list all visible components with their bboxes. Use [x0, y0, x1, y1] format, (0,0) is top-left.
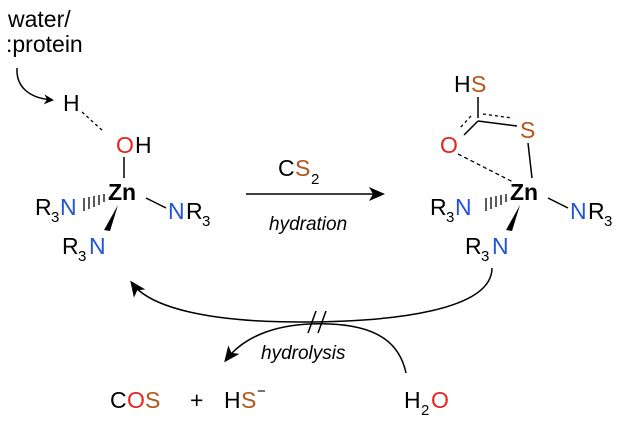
left-oh-h-atom: H — [135, 132, 152, 158]
right-wedge-bond — [506, 205, 520, 231]
right-ligand-bottom-r: R — [465, 233, 482, 259]
left-ligand-left-n: N — [60, 194, 77, 220]
right-o-zn-bond — [457, 153, 514, 183]
product-hs-s: S — [241, 387, 256, 413]
reagent-s: S — [295, 155, 310, 181]
hydrolysis-arrow — [224, 323, 407, 374]
right-zn-atom: Zn — [510, 179, 538, 205]
water-h: H — [404, 387, 421, 413]
left-ligand-left-r: R — [35, 194, 52, 220]
right-ligand-right-n: N — [570, 198, 587, 224]
right-ligand-bottom-n: N — [492, 233, 509, 259]
attack-label-line1: water/ — [7, 6, 71, 32]
water-sub: 2 — [421, 402, 429, 419]
reagent-c: C — [278, 155, 295, 181]
left-hashed-bond — [83, 194, 105, 211]
right-c-o-delocal — [458, 115, 472, 130]
left-ligand-bottom-sub: 3 — [78, 248, 86, 265]
right-s-atom: S — [520, 117, 535, 143]
right-ligand-right-r: R — [588, 198, 605, 224]
return-arrow — [130, 267, 493, 323]
hydration-label: hydration — [269, 214, 347, 235]
right-o-atom: O — [440, 132, 458, 158]
blocked-mark-1 — [307, 310, 317, 334]
left-h-atom: H — [63, 90, 80, 116]
product-cos-s: S — [145, 387, 160, 413]
left-o-atom: O — [116, 132, 134, 158]
product-cos-o: O — [127, 387, 145, 413]
left-zn-n-right-bond — [145, 197, 167, 209]
hydrolysis-label: hydrolysis — [261, 343, 346, 364]
right-ligand-left-n: N — [455, 194, 472, 220]
product-hs-h: H — [224, 387, 241, 413]
left-ligand-right-r: R — [186, 198, 203, 224]
product-cos-c: C — [110, 387, 127, 413]
right-ligand-left-r: R — [430, 194, 447, 220]
right-s-zn-bond — [527, 142, 533, 179]
right-c-s-delocal — [482, 113, 513, 119]
left-zn-atom: Zn — [108, 179, 136, 205]
right-hashed-bond — [485, 194, 507, 211]
left-ligand-bottom-r: R — [62, 233, 79, 259]
right-hs-s: S — [471, 71, 486, 97]
left-ligand-left-sub: 3 — [51, 209, 59, 226]
left-ligand-right-n: N — [168, 198, 185, 224]
left-ligand-right-sub: 3 — [202, 213, 210, 230]
product-hs-charge: − — [257, 383, 266, 400]
blocked-mark-2 — [317, 310, 327, 334]
left-ligand-bottom-n: N — [89, 233, 106, 259]
right-c-o-bond — [463, 120, 479, 136]
plus-sign: + — [190, 387, 203, 413]
right-zn-n-right-bond — [547, 197, 569, 209]
left-h-bond — [81, 111, 105, 133]
water-o: O — [431, 387, 449, 413]
right-ligand-left-sub: 3 — [446, 209, 454, 226]
left-wedge-bond — [104, 205, 118, 231]
attack-label-line2: :protein — [6, 31, 83, 57]
reagent-sub: 2 — [311, 171, 319, 188]
right-c-s-bond — [477, 120, 518, 127]
right-ligand-bottom-sub: 3 — [481, 248, 489, 265]
attack-arrow — [16, 67, 54, 105]
right-ligand-right-sub: 3 — [604, 213, 612, 230]
right-hs-h: H — [454, 71, 471, 97]
